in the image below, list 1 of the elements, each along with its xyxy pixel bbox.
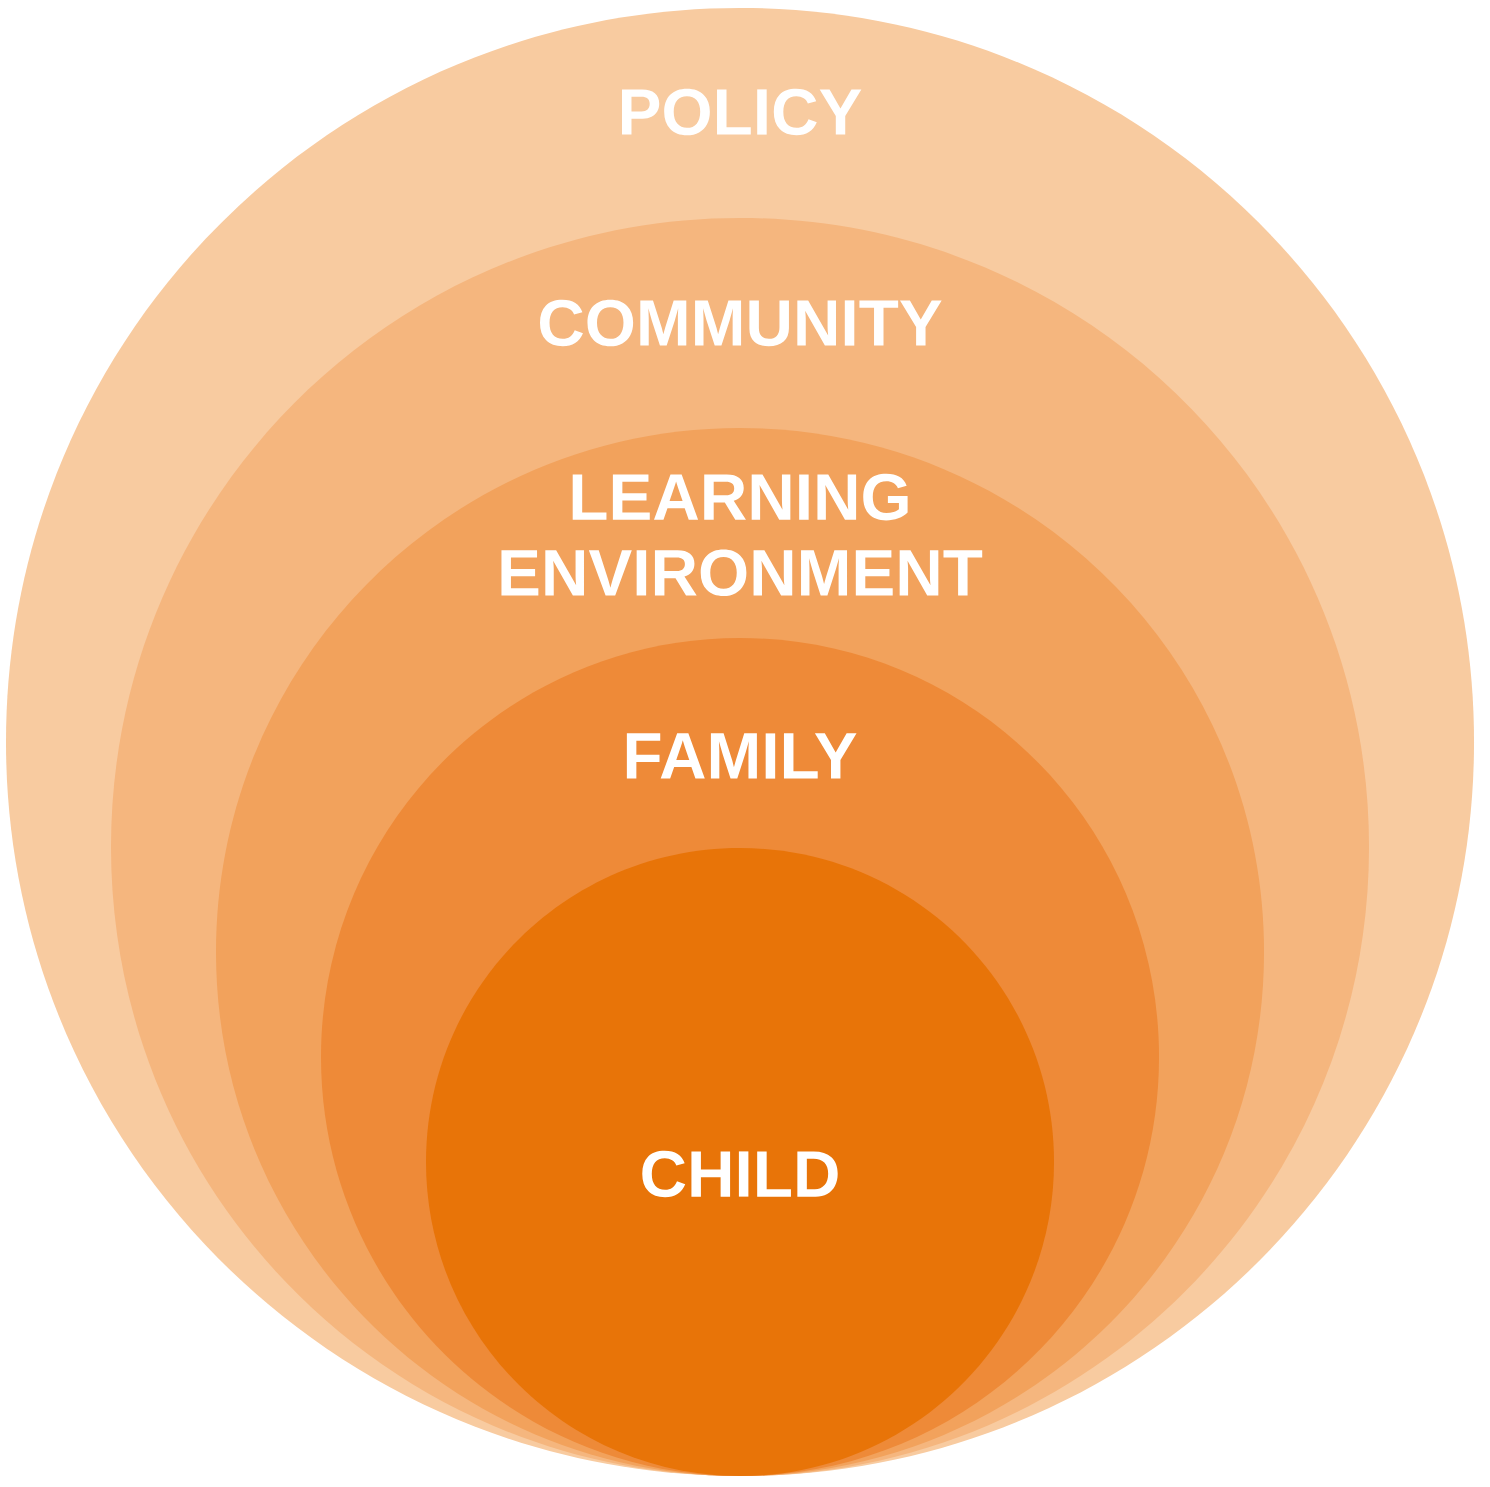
circle-band: CHILD	[426, 848, 1054, 1476]
